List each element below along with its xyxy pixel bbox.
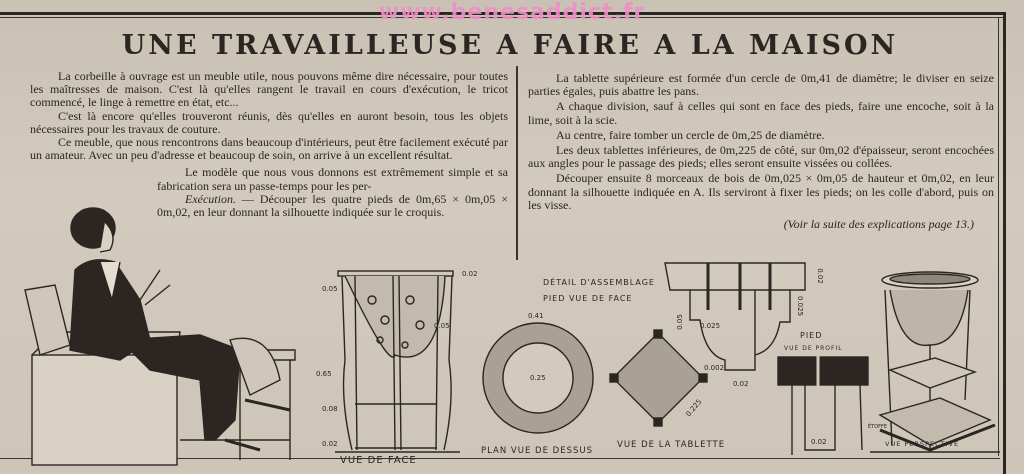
top-border-inner: [0, 17, 1003, 18]
continuation-note: (Voir la suite des explications page 13.…: [783, 217, 974, 232]
paragraph: A chaque division, sauf à celles qui son…: [528, 99, 994, 127]
paragraph: La corbeille à ouvrage est un meuble uti…: [30, 69, 508, 110]
foot-subtitle: VUE DE PROFIL: [784, 345, 843, 352]
foot-dimension: 0.02: [811, 438, 827, 446]
execution-paragraph: Exécution. — Découper les quatre pieds d…: [157, 191, 508, 220]
assembly-subtitle: PIED VUE DE FACE: [543, 294, 633, 303]
paragraph: La tablette supérieure est formée d'un c…: [528, 71, 994, 99]
perspective-drawing: [870, 271, 1000, 453]
plan-view-label: PLAN VUE DE DESSUS: [481, 446, 593, 456]
plan-inner-dimension: 0.25: [530, 374, 546, 382]
dimension-label: 0.05: [434, 322, 450, 330]
shelf-view-label: VUE DE LA TABLETTE: [617, 440, 726, 450]
assembly-detail-drawing: [664, 262, 806, 371]
watermark: www.benesaddict.fr: [378, 0, 646, 25]
dimension-label: 0.02: [733, 380, 749, 388]
dimension-label: 0.025: [796, 295, 805, 317]
dimension-label: 0.025: [700, 322, 721, 330]
front-view-drawing: [335, 270, 460, 453]
dimension-label: 0.65: [316, 370, 332, 378]
top-border: [0, 12, 1006, 15]
fabric-label: ÉTOFFE: [868, 424, 888, 430]
dimension-label: 0.02: [462, 270, 478, 278]
plan-outer-dimension: 0.41: [528, 312, 544, 320]
foot-title: PIED: [800, 331, 823, 340]
paragraph: Ce meuble, que nous rencontrons dans bea…: [30, 135, 508, 163]
bottom-border: [0, 458, 1000, 459]
paragraph: Découper ensuite 8 morceaux de bois de 0…: [528, 171, 994, 212]
shelf-diamond-drawing: [609, 329, 708, 427]
left-column-indented: Le modèle que nous vous donnons est extr…: [157, 166, 508, 219]
paragraph: C'est là encore qu'elles trouveront réun…: [30, 108, 508, 136]
execution-label: Exécution.: [185, 191, 236, 206]
paragraph: Au centre, faire tomber un cercle de 0m,…: [556, 127, 825, 142]
paragraph: Le modèle que nous vous donnons est extr…: [157, 165, 508, 193]
assembly-title: DÉTAIL D'ASSEMBLAGE: [543, 278, 655, 287]
article-title: UNE TRAVAILLEUSE A FAIRE A LA MAISON: [121, 30, 899, 61]
woman-knitting-illustration: [24, 207, 296, 466]
dimension-label: 0.08: [322, 405, 338, 413]
column-divider: [516, 66, 518, 260]
foot-profile-drawing: [777, 355, 869, 455]
dimension-label: 0.02: [815, 268, 824, 284]
execution-text: — Découper les quatre pieds de 0m,65 × 0…: [157, 191, 508, 220]
dimension-label: 0.05: [675, 314, 684, 330]
left-column: La corbeille à ouvrage est un meuble uti…: [30, 69, 508, 219]
right-column: La tablette supérieure est formée d'un c…: [528, 71, 994, 233]
right-border-inner: [998, 18, 999, 456]
front-view-label: VUE DE FACE: [340, 455, 417, 466]
plan-ring-drawing: [482, 322, 594, 434]
dimension-label: 0.02: [322, 440, 338, 448]
dimension-label: 0.05: [322, 285, 338, 293]
perspective-view-label: VUE PERSPECTIVE: [885, 440, 960, 448]
dimension-label: 0.002: [704, 364, 725, 372]
paragraph: Les deux tablettes inférieures, de 0m,22…: [528, 143, 994, 171]
right-border: [1003, 14, 1006, 474]
